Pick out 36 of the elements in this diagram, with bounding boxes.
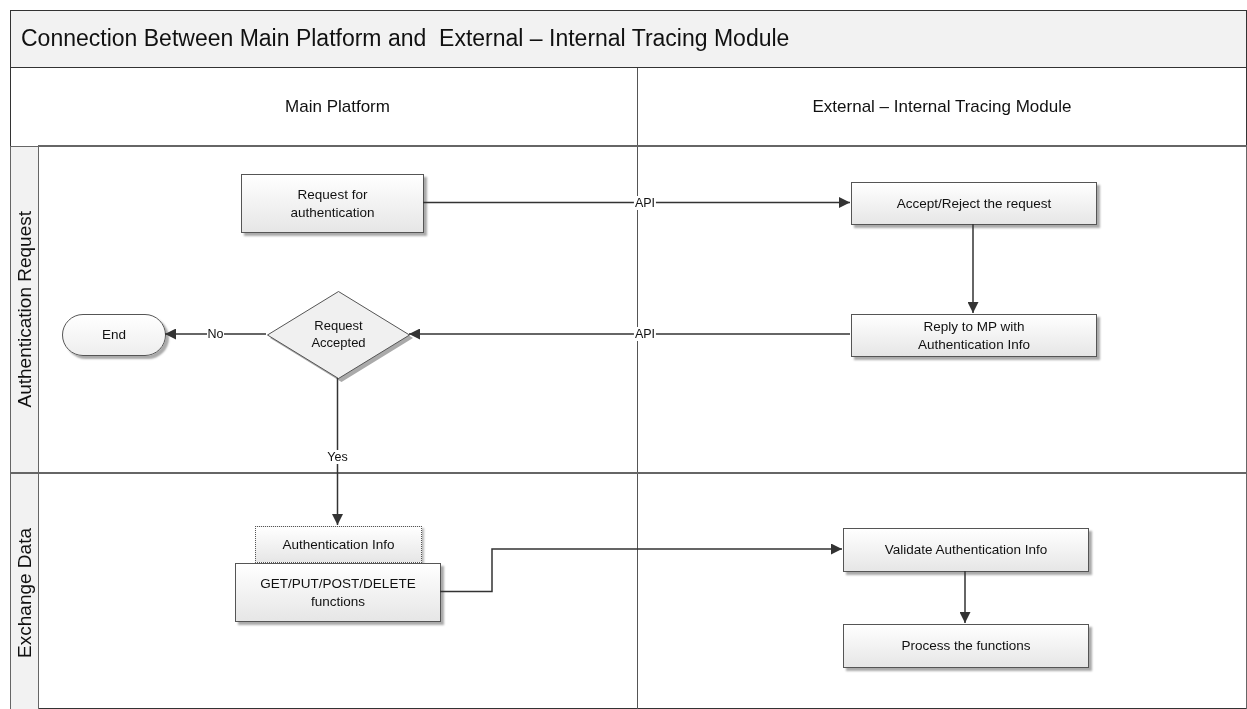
node-label: Authentication Info xyxy=(281,535,396,554)
arrow xyxy=(967,223,979,314)
node-label: Process the functions xyxy=(900,637,1032,655)
node-label: Accept/Reject the request xyxy=(895,194,1053,213)
arrow xyxy=(408,328,851,340)
arrow xyxy=(164,328,267,340)
process-box xyxy=(851,314,1097,357)
edge-label: Yes xyxy=(326,450,349,464)
arrow xyxy=(959,570,971,624)
process-box xyxy=(241,174,424,233)
node-label: Request Accepted xyxy=(310,318,367,352)
arrow xyxy=(422,197,851,208)
node-label: Validate Authentication Info xyxy=(883,541,1049,559)
lane-label: Authentication Request xyxy=(13,211,36,408)
process-box xyxy=(235,563,441,622)
node-label: Request for authentication xyxy=(289,185,376,222)
terminator xyxy=(62,314,166,356)
process-box xyxy=(843,528,1089,572)
swimlane xyxy=(10,146,1247,473)
data-box xyxy=(255,526,422,563)
node-label: GET/PUT/POST/DELETE functions xyxy=(259,574,417,611)
arrow xyxy=(332,377,343,526)
column-label: External – Internal Tracing Module xyxy=(812,96,1072,117)
edge-label: API xyxy=(633,327,657,341)
swimlane xyxy=(10,473,1247,709)
column-label: Main Platform xyxy=(285,96,390,117)
process-box xyxy=(851,182,1097,225)
process-box xyxy=(843,624,1089,668)
edge-label: API xyxy=(633,195,657,210)
node-label: Reply to MP with Authentication Info xyxy=(917,317,1031,354)
diagram-title: Connection Between Main Platform and External – Internal Tracing Module xyxy=(21,25,790,52)
lane-label: Exchange Data xyxy=(13,528,36,658)
edge-label: No xyxy=(206,327,225,341)
decision-diamond xyxy=(267,291,410,379)
arrow xyxy=(439,543,843,593)
node-label: End xyxy=(101,326,127,344)
